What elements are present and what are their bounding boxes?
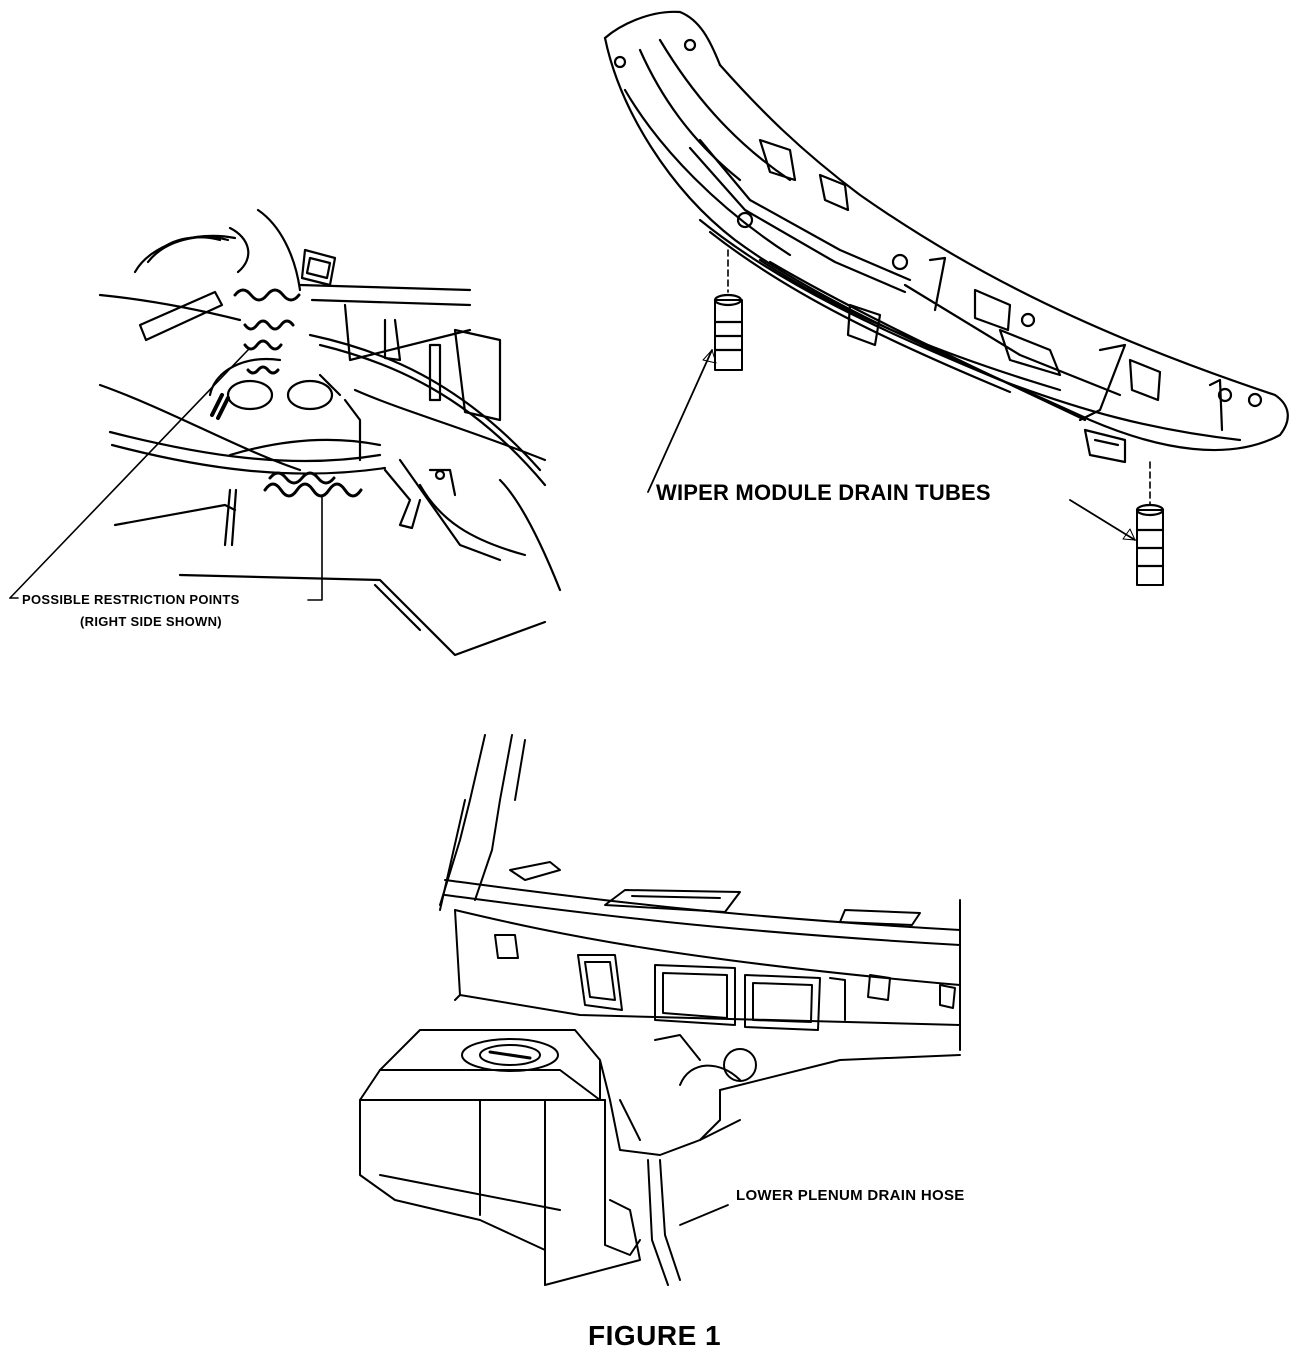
wiper-module-illustration xyxy=(603,10,1289,586)
wiper-module-drain-tubes-label: WIPER MODULE DRAIN TUBES xyxy=(656,480,991,505)
engine-bay-illustration xyxy=(9,208,562,657)
right-side-shown-label: (RIGHT SIDE SHOWN) xyxy=(80,614,222,629)
lower-plenum-drain-hose-label: LOWER PLENUM DRAIN HOSE xyxy=(736,1187,965,1204)
figure-caption: FIGURE 1 xyxy=(588,1320,722,1351)
plenum-illustration xyxy=(359,734,961,1286)
restriction-points-label: POSSIBLE RESTRICTION POINTS xyxy=(22,592,240,607)
